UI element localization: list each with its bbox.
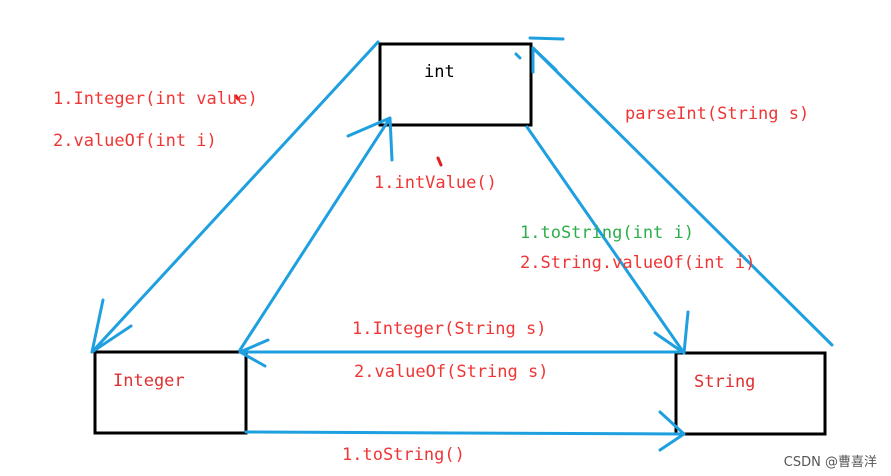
string-box — [674, 351, 827, 436]
int-to-integer-label-1: 1.Integer(int value) — [53, 89, 258, 109]
integer-to-int-label-1: 1.intValue() — [374, 173, 497, 193]
arrow-integer-to-int — [238, 116, 392, 352]
int-node-label: int — [424, 62, 455, 82]
arrowhead-integer-to-string — [658, 410, 686, 452]
int-to-string-label-2: 2.String.valueOf(int i) — [520, 253, 756, 273]
int-to-string-label-1: 1.toString(int i) — [520, 223, 694, 243]
string-to-int-label-1: parseInt(String s) — [625, 104, 810, 124]
arrow-int-to-integer — [90, 40, 380, 354]
arrow-int-to-string — [525, 125, 686, 355]
arrowhead-string-to-int — [531, 46, 558, 74]
stray-mark-1 — [234, 94, 240, 101]
arrowhead-int-to-string — [653, 310, 690, 355]
integer-node-label: Integer — [113, 371, 185, 391]
arrow-integer-to-string — [244, 430, 682, 436]
stray-mark-2 — [436, 156, 443, 167]
arrow-string-to-int-tick — [528, 36, 565, 41]
watermark: CSDN @曹喜洋 — [783, 455, 877, 470]
arrow-string-to-int-tick2 — [514, 52, 522, 60]
arrowhead-int-to-integer — [90, 298, 133, 354]
integer-to-string-label-1: 1.toString() — [342, 445, 465, 465]
string-node-label: String — [694, 372, 756, 392]
int-box — [378, 42, 533, 127]
int-to-integer-label-2: 2.valueOf(int i) — [53, 131, 217, 151]
string-to-integer-label-1: 1.Integer(String s) — [352, 319, 547, 339]
arrowhead-integer-to-int — [346, 116, 394, 162]
arrow-string-to-int — [531, 46, 834, 347]
integer-box — [93, 350, 248, 435]
string-to-integer-label-2: 2.valueOf(String s) — [354, 362, 549, 382]
arrowhead-string-to-integer — [238, 338, 270, 368]
